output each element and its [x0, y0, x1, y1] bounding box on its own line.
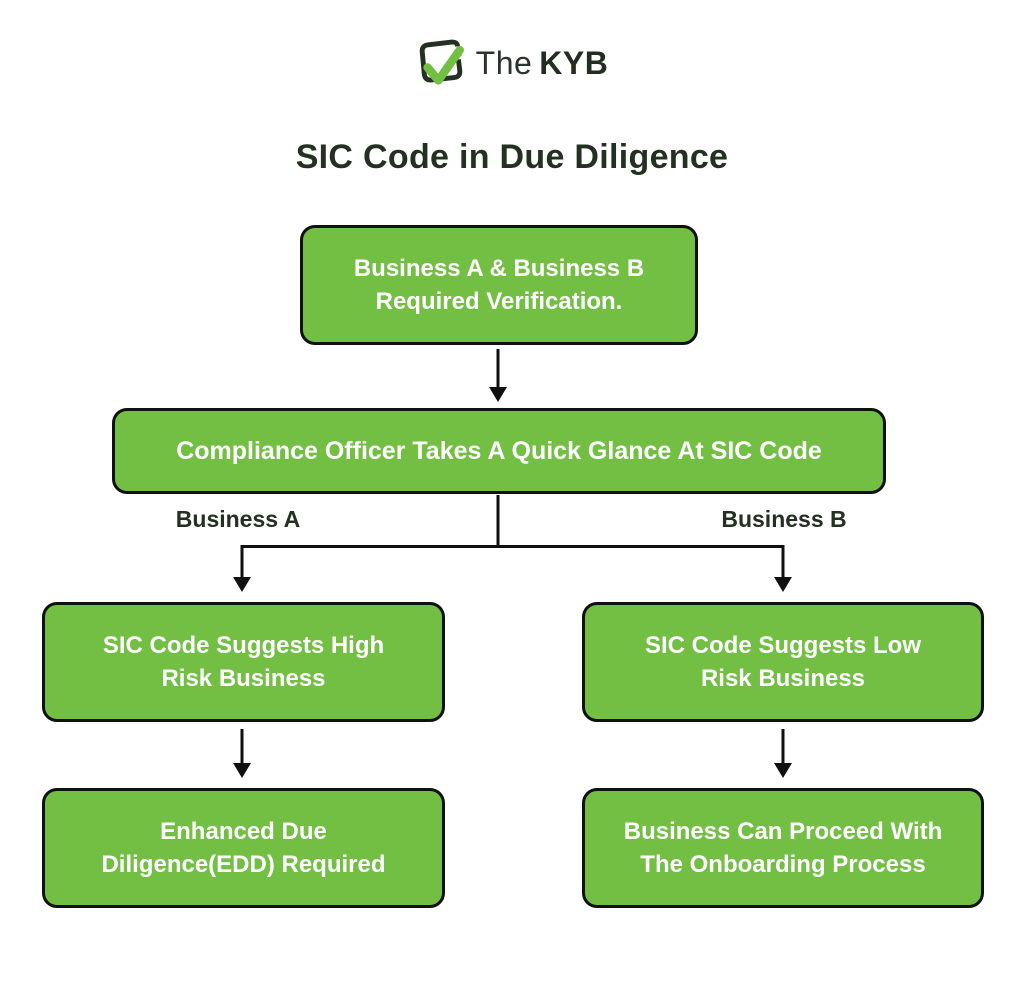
node-onboarding: Business Can Proceed With The Onboarding… [582, 788, 984, 908]
node-low-risk: SIC Code Suggests Low Risk Business [582, 602, 984, 722]
page-title: SIC Code in Due Diligence [295, 138, 729, 176]
logo-brand-prefix: The [475, 44, 533, 81]
branch-label-business-a: Business A [175, 506, 301, 532]
arrow-branch-right-head [774, 577, 792, 592]
node-high-risk: SIC Code Suggests High Risk Business [42, 602, 445, 722]
node-verification: Business A & Business B Required Verific… [300, 225, 698, 345]
arrow-lowrisk-to-onboarding-head [774, 763, 792, 778]
node-compliance-officer: Compliance Officer Takes A Quick Glance … [112, 408, 886, 494]
arrow-verification-to-compliance-head [489, 387, 507, 402]
logo-brand-name: KYB [539, 44, 609, 81]
arrow-highrisk-to-edd-head [233, 763, 251, 778]
branch-connector [240, 545, 785, 579]
branch-label-business-b: Business B [721, 506, 847, 532]
arrow-branch-left-head [233, 577, 251, 592]
kyb-logo-checkmark-icon [419, 39, 464, 85]
node-edd-required: Enhanced Due Diligence(EDD) Required [42, 788, 445, 908]
